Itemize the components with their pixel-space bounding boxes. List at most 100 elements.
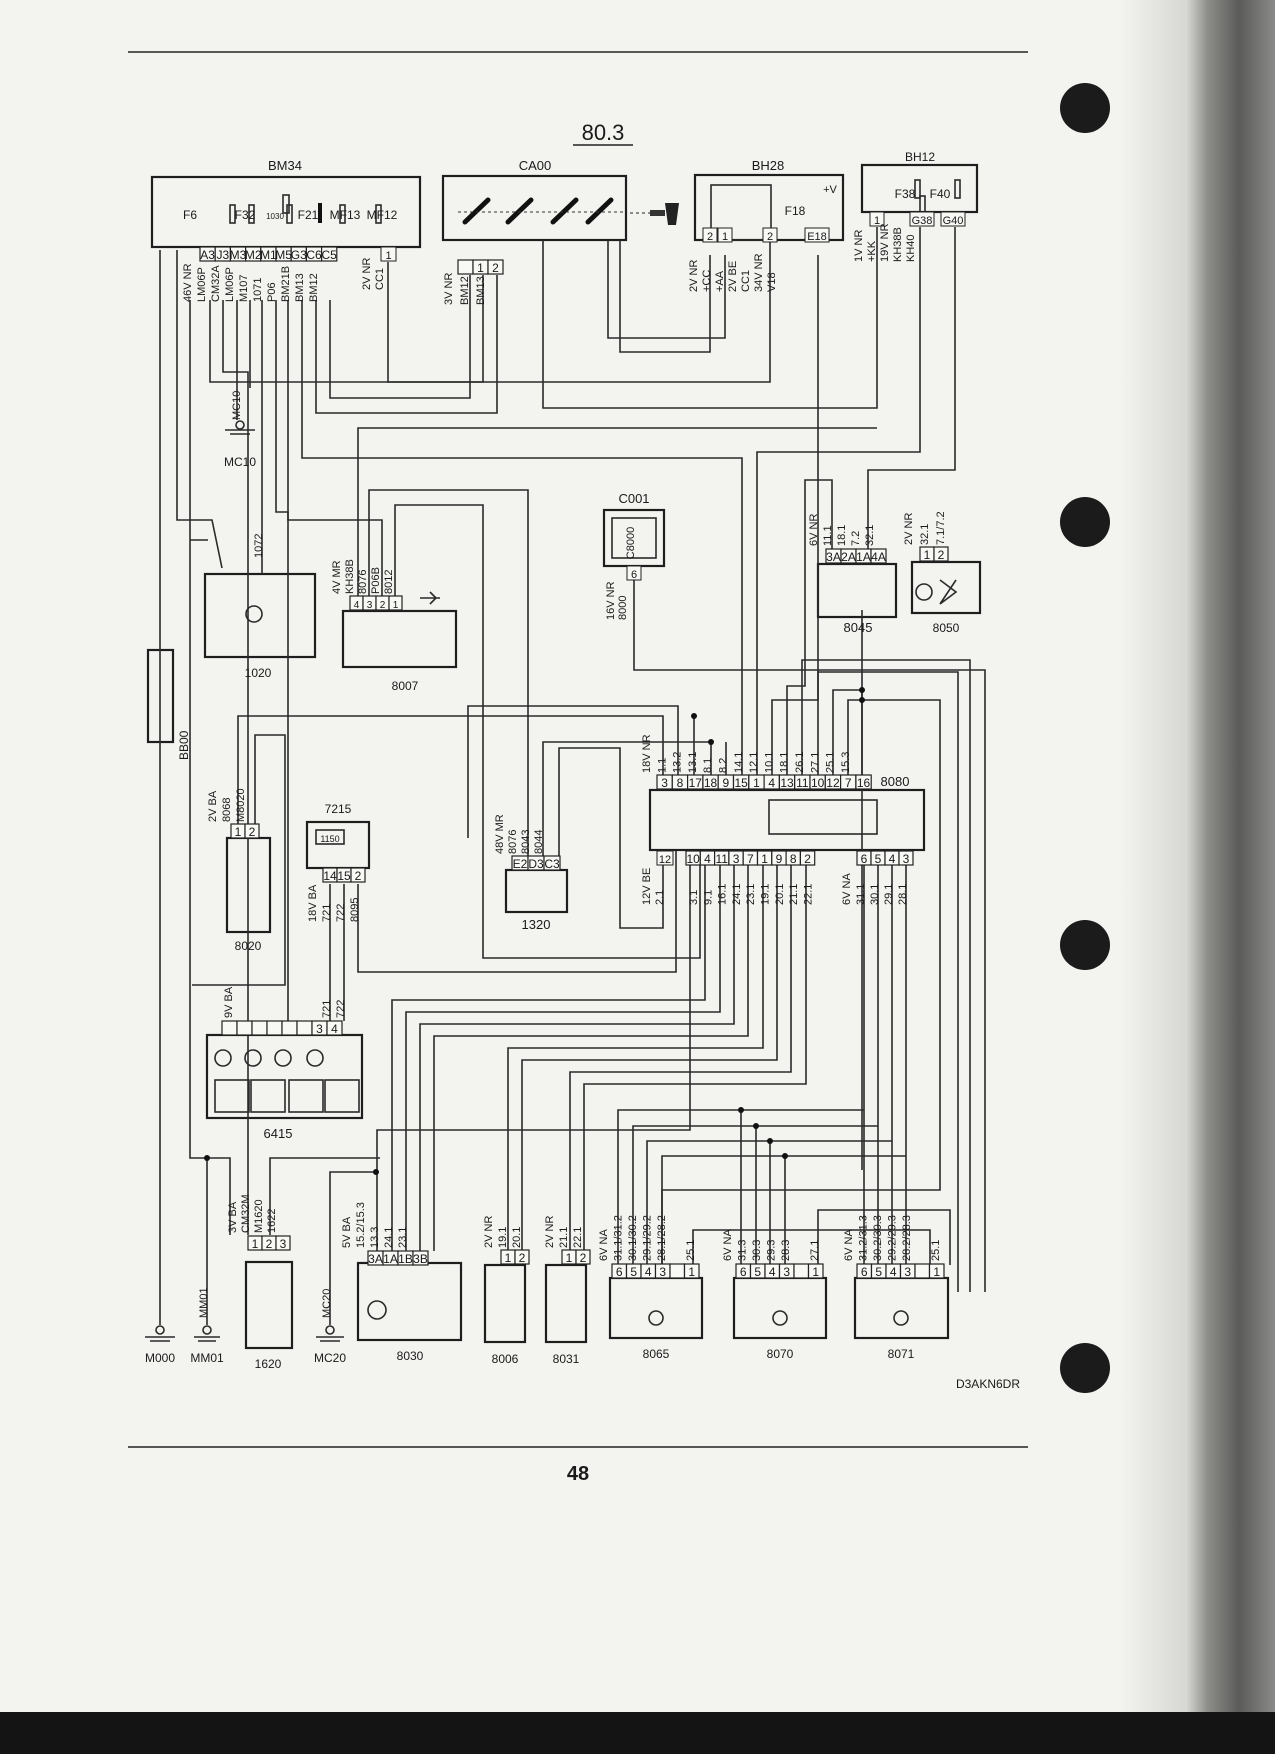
wire-label: 27.1 <box>809 1240 821 1261</box>
component-label-bm34: BM34 <box>268 158 302 173</box>
c8065-box <box>608 1276 704 1340</box>
connector-pin-label: 2 <box>767 231 773 243</box>
c8031-box <box>544 1263 588 1344</box>
c8080-bottom-pin <box>799 850 816 866</box>
c8070-pin-label: 1 <box>812 1265 819 1279</box>
drawing-code: D3AKN6DR <box>956 1377 1020 1391</box>
wire-label: 31.2/31.3 <box>858 1215 870 1261</box>
c8065-pin-label: 4 <box>645 1265 652 1279</box>
bm34-pin-label: C6 <box>306 248 322 262</box>
c8045-box <box>816 562 898 619</box>
connector-pin <box>656 850 674 866</box>
c8080-wire-label: 18V NR <box>641 734 653 773</box>
c8007-pin-label: 1 <box>393 600 399 611</box>
c8080-wire-label: 19.1 <box>760 884 772 905</box>
ground-label: M000 <box>145 1351 175 1365</box>
supply-label: +V <box>823 184 837 196</box>
binder-shadow <box>1120 0 1190 1754</box>
connector-pin-label: 6 <box>631 569 637 581</box>
c8080-wire-label: 21.1 <box>788 884 800 905</box>
c8080-top-pin-label: 18 <box>704 776 718 790</box>
c8080-top-pin-label: 15 <box>734 776 748 790</box>
bh12-wire-label: 1V NR <box>853 230 865 262</box>
c1620-pin-label: 1 <box>252 1237 259 1251</box>
wire-label: 2V NR <box>483 1216 495 1248</box>
c8030-pin <box>412 1250 429 1266</box>
fuse-label: F32 <box>235 208 256 222</box>
c8070-pin-label: 6 <box>740 1265 747 1279</box>
c8006-pin-label: 2 <box>519 1251 526 1265</box>
c8070-pin <box>793 1263 810 1279</box>
c8071-box <box>853 1276 950 1340</box>
component-label-1020: 1020 <box>245 666 272 680</box>
c8080-wire-label: 8.1 <box>702 758 714 773</box>
ca00-pin <box>457 259 474 275</box>
switch-contacts <box>458 197 625 225</box>
wire-label: 15.2/15.3 <box>355 1202 367 1248</box>
component-label-8080: 8080 <box>881 774 910 789</box>
bm34-wire-label: 46V NR <box>182 263 194 302</box>
c1320-pin-label: D3 <box>528 857 544 871</box>
binder-holes <box>1060 83 1110 1393</box>
wire-label: 6V NA <box>722 1229 734 1261</box>
wire-label: 32.1 <box>919 524 931 545</box>
wire-label: 16V NR <box>605 581 617 620</box>
c8020-pin-label: 1 <box>235 825 242 839</box>
bm34-pin-label: A3 <box>200 248 215 262</box>
c8080-top-pin-label: 9 <box>723 776 730 790</box>
wire-label: KH38B <box>344 559 356 594</box>
c8080-wire-label: 30.1 <box>869 884 881 905</box>
ca00-box <box>441 174 628 242</box>
c8045-pin-label: 3A <box>826 550 841 564</box>
c8080-wire-label: 16.1 <box>717 884 729 905</box>
c8080-wire-label: 18.1 <box>779 752 791 773</box>
wire-label: 20.1 <box>511 1227 523 1248</box>
c8080-bottom-pin-label: 3 <box>903 852 910 866</box>
component-label-c001: C001 <box>618 491 649 506</box>
connector-pin-label: E18 <box>807 231 827 243</box>
ca00-pin-label: 2 <box>492 261 499 275</box>
connector-pin-label: 1 <box>874 215 880 227</box>
c7215-box <box>305 820 371 870</box>
wire-label: 30.2/30.3 <box>872 1215 884 1261</box>
connector-pin <box>626 565 642 581</box>
bh28-wire-label: CC1 <box>740 270 752 292</box>
c1320-pin-label: C3 <box>544 857 560 871</box>
c8080-wire-label: 28.1 <box>897 884 909 905</box>
c8065-pin-label: 6 <box>616 1265 623 1279</box>
connector-pin <box>909 211 935 227</box>
wire-label: 4V MR <box>331 560 343 594</box>
bm34-pin <box>321 246 338 262</box>
c8080-top-pin-label: 4 <box>768 776 775 790</box>
connector-pin-label: 12 <box>659 854 671 866</box>
c1620-pin-label: 3 <box>280 1237 287 1251</box>
bm34-pin-label: M3 <box>230 248 247 262</box>
wire-label: 21.1 <box>558 1227 570 1248</box>
fuse-label: F21 <box>298 208 319 222</box>
c8080-top-pin-label: 10 <box>811 776 825 790</box>
c1620-box <box>244 1260 294 1350</box>
c8080-wire-label: 10.1 <box>763 752 775 773</box>
c8071-pin-label: 4 <box>890 1265 897 1279</box>
c8080-top-pin-label: 12 <box>826 776 840 790</box>
component-label-8045: 8045 <box>844 620 873 635</box>
wire-label: 28.2/28.3 <box>901 1215 913 1261</box>
connector-pin <box>804 227 830 243</box>
c8020-pin <box>244 823 260 839</box>
c8070-pin-label: 5 <box>754 1265 761 1279</box>
c7215-pin <box>350 867 366 883</box>
wire-label: 28.3 <box>780 1240 792 1261</box>
c8070-pin-label: 4 <box>769 1265 776 1279</box>
bm34-wire-label: LM06P <box>224 267 236 302</box>
c8080-wire-label: 1.1 <box>656 758 668 773</box>
component-label-8071: 8071 <box>888 1347 915 1361</box>
wire-label: 32.1 <box>864 525 876 546</box>
binder-edge <box>1185 0 1275 1754</box>
fuse-label: F18 <box>785 204 806 218</box>
scan-border <box>0 1712 1275 1754</box>
bm34-pin-label: J3 <box>216 248 229 262</box>
c1620-pin <box>275 1235 291 1251</box>
bm34-wire-label: BM21B <box>280 266 292 302</box>
c8065-pin <box>669 1263 686 1279</box>
wire-label: 11.1 <box>822 525 834 546</box>
